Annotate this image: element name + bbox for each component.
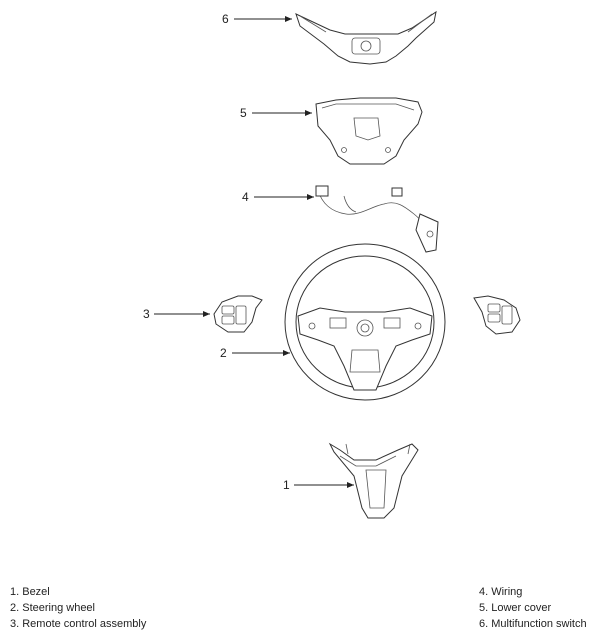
- callout-3: 3: [143, 307, 150, 321]
- legend-item-lower-cover: 5. Lower cover: [479, 602, 552, 614]
- bezel-part: [328, 442, 419, 519]
- legend-item-bezel: 1. Bezel: [10, 586, 50, 598]
- callout-5: 5: [240, 106, 247, 120]
- callout-4: 4: [242, 190, 249, 204]
- legend-item-steering-wheel: 2. Steering wheel: [10, 602, 95, 614]
- steering-wheel-exploded-diagram: [154, 10, 521, 519]
- legend-left: 1. Bezel 2. Steering wheel 3. Remote con…: [10, 584, 146, 632]
- lower-cover-part: [315, 97, 423, 165]
- legend-item-wiring: 4. Wiring: [479, 586, 523, 598]
- remote-control-right-part: [473, 295, 521, 335]
- multifunction-switch-part: [295, 10, 437, 65]
- callout-6: 6: [222, 12, 229, 26]
- legend-item-multifunction-switch: 6. Multifunction switch: [479, 618, 587, 630]
- legend-item-remote-control: 3. Remote control assembly: [10, 618, 147, 630]
- wiring-part: [315, 185, 439, 253]
- callout-2: 2: [220, 346, 227, 360]
- steering-wheel-part: [284, 243, 446, 401]
- legend-right: 4. Wiring 5. Lower cover 6. Multifunctio…: [479, 584, 587, 632]
- callout-1: 1: [283, 478, 290, 492]
- remote-control-left-part: [213, 295, 263, 333]
